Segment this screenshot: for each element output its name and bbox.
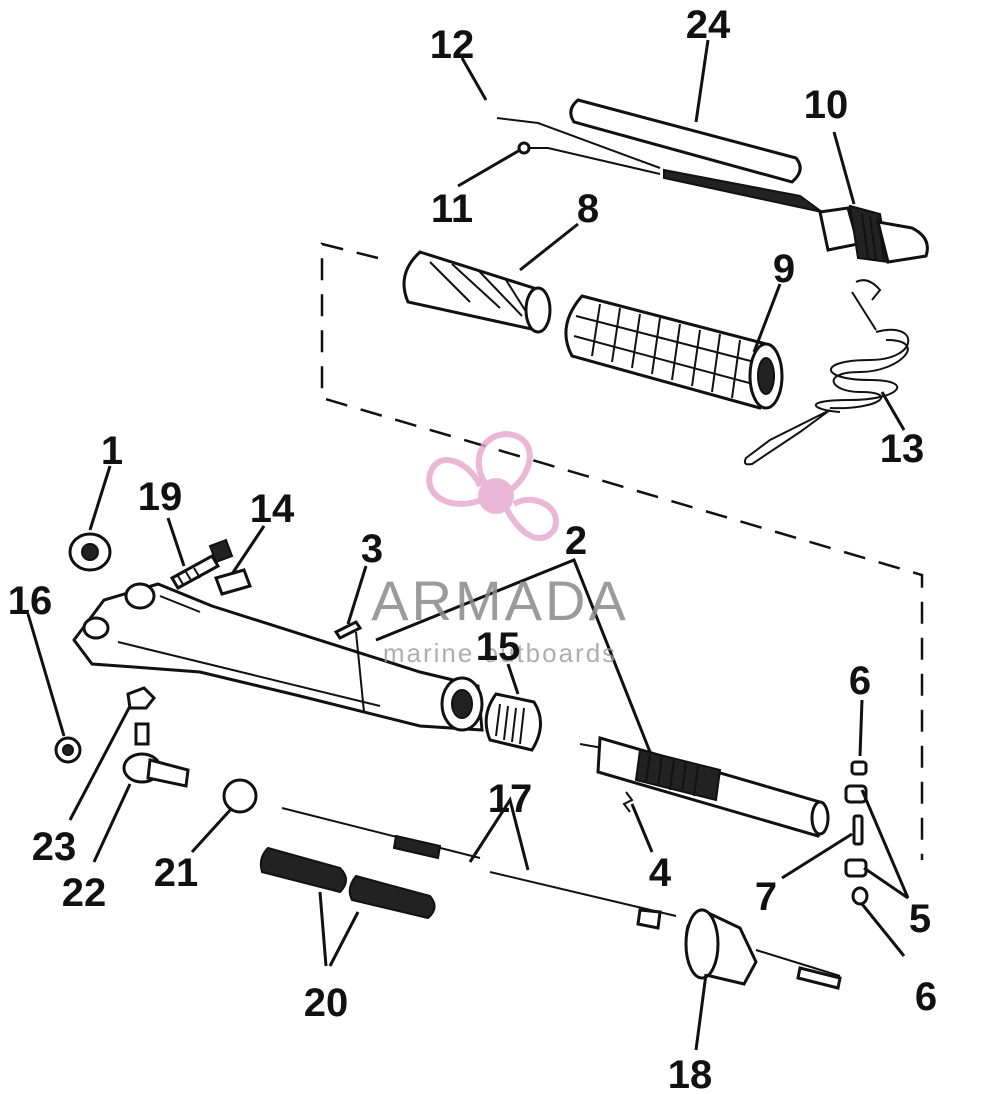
callout-11: 11: [431, 187, 473, 231]
callout-22: 22: [62, 871, 107, 915]
callout-21: 21: [154, 851, 199, 895]
callout-17: 17: [488, 777, 533, 821]
callout-1: 1: [101, 429, 123, 473]
callout-3: 3: [361, 527, 383, 571]
watermark-brand: ARMADA: [371, 569, 629, 632]
part-19-bolt: [169, 538, 234, 591]
callout-9: 9: [773, 247, 795, 291]
part-24-sleeve: [569, 98, 802, 184]
part-23-nut: [126, 686, 157, 710]
part-18-damper: [684, 908, 842, 990]
callout-4: 4: [649, 851, 672, 895]
callout-18: 18: [668, 1053, 713, 1094]
part-13-lanyard: [743, 279, 910, 466]
watermark-tagline: marine outboards: [383, 638, 617, 668]
group-boundary: [320, 242, 924, 860]
callout-19: 19: [138, 475, 183, 519]
part-22-ball-joint: [122, 722, 190, 788]
part-9-twist-grip: [564, 294, 784, 410]
tiller-arm: [72, 582, 484, 732]
part-10-fitting: [818, 204, 929, 264]
callout-5: 5: [909, 897, 931, 941]
callout-labels: 12 24 10 11 8 9 13 1 19 14 3 2 16 15 6 1…: [8, 3, 937, 1094]
callout-7: 7: [755, 875, 777, 919]
part-21-ball: [222, 778, 258, 814]
callout-24: 24: [686, 3, 731, 47]
callout-20: 20: [304, 981, 349, 1025]
part-15-ring: [484, 692, 542, 752]
part-11-12-cable: [496, 117, 823, 213]
callout-10: 10: [804, 83, 849, 127]
callout-16: 16: [8, 579, 53, 623]
part-4-pin: [622, 791, 634, 813]
part-20-grips: [259, 846, 436, 920]
callout-14: 14: [250, 487, 295, 531]
leader-lines: [26, 39, 910, 1051]
watermark-logo-icon: [426, 430, 559, 542]
part-3-pin: [333, 620, 363, 640]
callout-13: 13: [880, 427, 925, 471]
callout-2: 2: [565, 519, 587, 563]
callout-23: 23: [32, 825, 77, 869]
part-17-rods: [281, 807, 677, 930]
callout-8: 8: [577, 187, 599, 231]
part-2-shaft-tube: [579, 736, 830, 838]
callout-6-bottom: 6: [915, 975, 937, 1019]
callout-6-top: 6: [849, 659, 871, 703]
callout-12: 12: [430, 23, 475, 67]
callout-15: 15: [476, 625, 521, 669]
part-8-grip-sleeve: [402, 250, 552, 334]
part-16-nut: [54, 736, 82, 764]
part-5-6-7-screws: [844, 760, 869, 906]
part-1-washer: [68, 532, 112, 572]
